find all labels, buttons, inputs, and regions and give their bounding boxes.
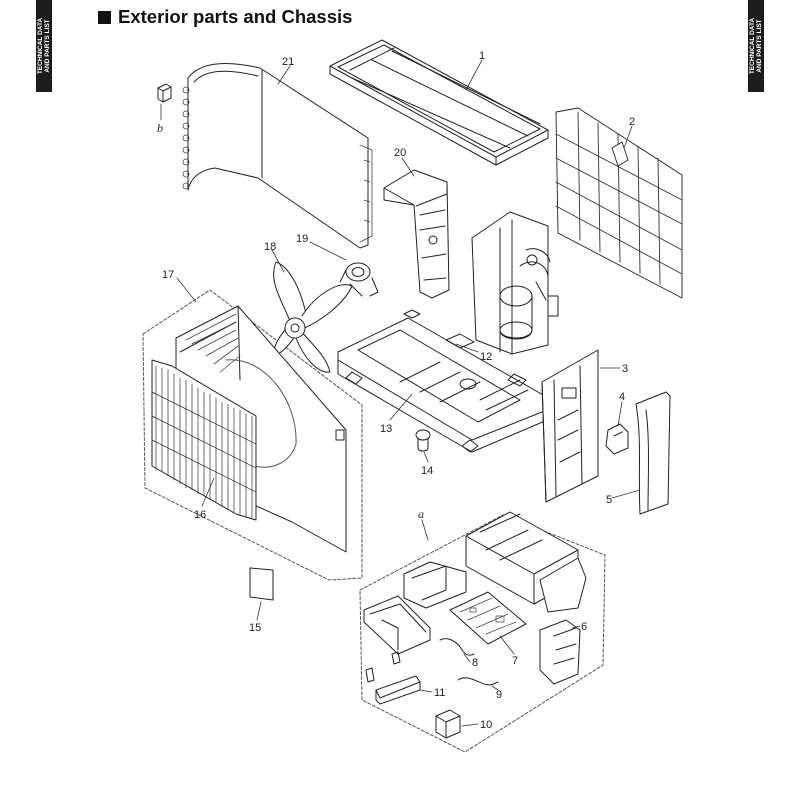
part-8-wire [439, 638, 475, 656]
page-title: Exterior parts and Chassis [98, 6, 352, 28]
part-3-side-panel [541, 349, 599, 503]
part-11-module [365, 651, 421, 705]
part-14-drain-socket [415, 429, 431, 452]
part-19-fan-motor [339, 262, 379, 297]
part-9-wire [457, 677, 499, 686]
callout-9: 9 [496, 689, 502, 701]
part-20-bracket [383, 169, 450, 299]
callout-3: 3 [622, 363, 628, 375]
page-title-text: Exterior parts and Chassis [118, 6, 353, 27]
callout-10: 10 [480, 719, 492, 731]
part-15-label [249, 567, 274, 601]
part-7-pcb [449, 591, 527, 645]
part-1-top-panel [329, 39, 549, 166]
part-4-clip [605, 423, 629, 455]
side-tab-left: TECHNICAL DATA AND PARTS LIST [36, 0, 52, 92]
callout-a: a [418, 507, 424, 521]
callout-2: 2 [629, 116, 635, 128]
callout-12: 12 [480, 351, 492, 363]
callout-14: 14 [421, 465, 433, 477]
callout-21: 21 [282, 56, 294, 68]
part-13-base-pan [337, 309, 553, 453]
part-16-front-grille [151, 359, 257, 521]
part-5-corner-cover [635, 391, 671, 515]
callout-6: 6 [581, 621, 587, 633]
callout-labels: 1 2 3 4 5 6 7 8 9 10 11 12 13 14 15 16 1… [157, 50, 635, 731]
side-tab-right: TECHNICAL DATA AND PARTS LIST [748, 0, 764, 92]
part-b-sensor [157, 83, 172, 103]
callout-5: 5 [606, 494, 612, 506]
callout-19: 19 [296, 233, 308, 245]
part-18-propeller-fan [273, 261, 353, 373]
callout-1: 1 [479, 50, 485, 62]
leader-lines [160, 59, 641, 727]
callout-16: 16 [194, 509, 206, 521]
part-a-cover [403, 561, 467, 609]
callout-20: 20 [394, 147, 406, 159]
part-compressor-assembly [471, 211, 559, 355]
group-17-outline [142, 289, 363, 581]
callout-13: 13 [380, 423, 392, 435]
callout-17: 17 [162, 269, 174, 281]
part-a-control-box [465, 511, 587, 613]
callout-7: 7 [512, 655, 518, 667]
callout-b: b [157, 121, 163, 135]
callout-18: 18 [264, 241, 276, 253]
group-a-outline [359, 514, 606, 753]
part-a-terminal-block [363, 595, 431, 655]
part-21-heat-exchanger [182, 62, 373, 249]
title-square-bullet [98, 11, 111, 24]
callout-4: 4 [619, 391, 625, 403]
part-6-bracket [539, 619, 581, 685]
callout-8: 8 [472, 657, 478, 669]
part-10-reactor [435, 709, 461, 739]
callout-15: 15 [249, 622, 261, 634]
callout-11: 11 [434, 687, 445, 699]
part-2-rear-grille [555, 107, 683, 299]
